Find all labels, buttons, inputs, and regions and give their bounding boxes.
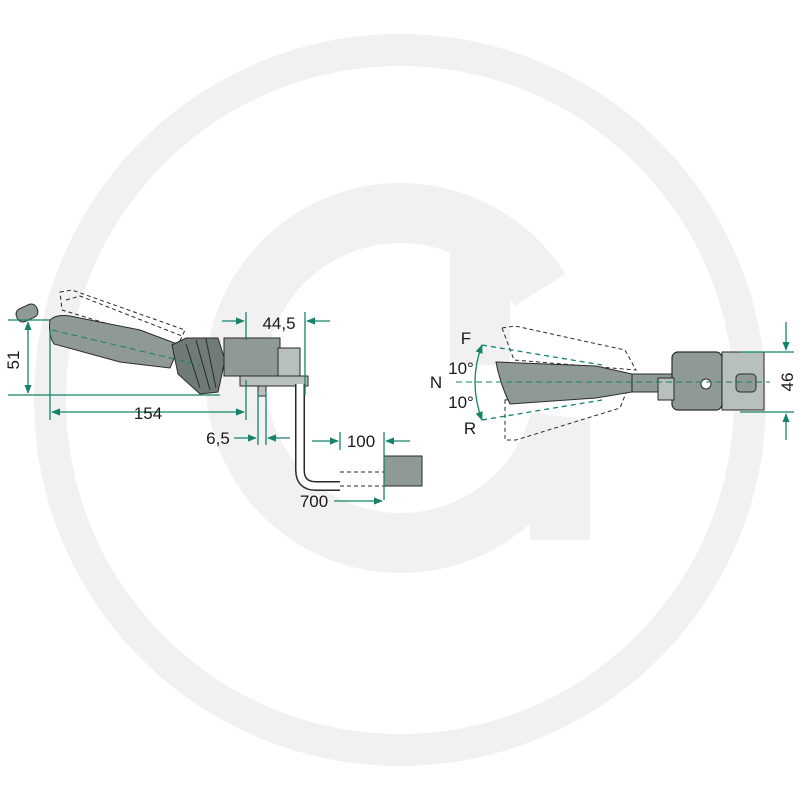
position-reverse-label: R: [464, 419, 476, 438]
dim-thickness-label: 6,5: [206, 429, 230, 448]
cable-end: [340, 455, 423, 487]
angle-reverse-label: 10°: [448, 393, 474, 412]
position-neutral-label: N: [430, 373, 442, 392]
watermark-logo: [34, 34, 766, 766]
dim-offset-label: 44,5: [262, 314, 295, 333]
lever-top-view: [456, 325, 770, 441]
dim-top-height-label: 46: [778, 373, 797, 392]
dimension-lines-right: [474, 322, 794, 440]
dim-length-label: 154: [134, 404, 162, 423]
lever-side-view: [15, 289, 340, 491]
dim-cable-length-label: 700: [300, 492, 328, 511]
dimension-lines-left: [8, 312, 410, 505]
dim-height-label: 51: [4, 351, 23, 370]
position-forward-label: F: [461, 329, 471, 348]
dim-cable-end-label: 100: [347, 432, 375, 451]
angle-forward-label: 10°: [448, 359, 474, 378]
